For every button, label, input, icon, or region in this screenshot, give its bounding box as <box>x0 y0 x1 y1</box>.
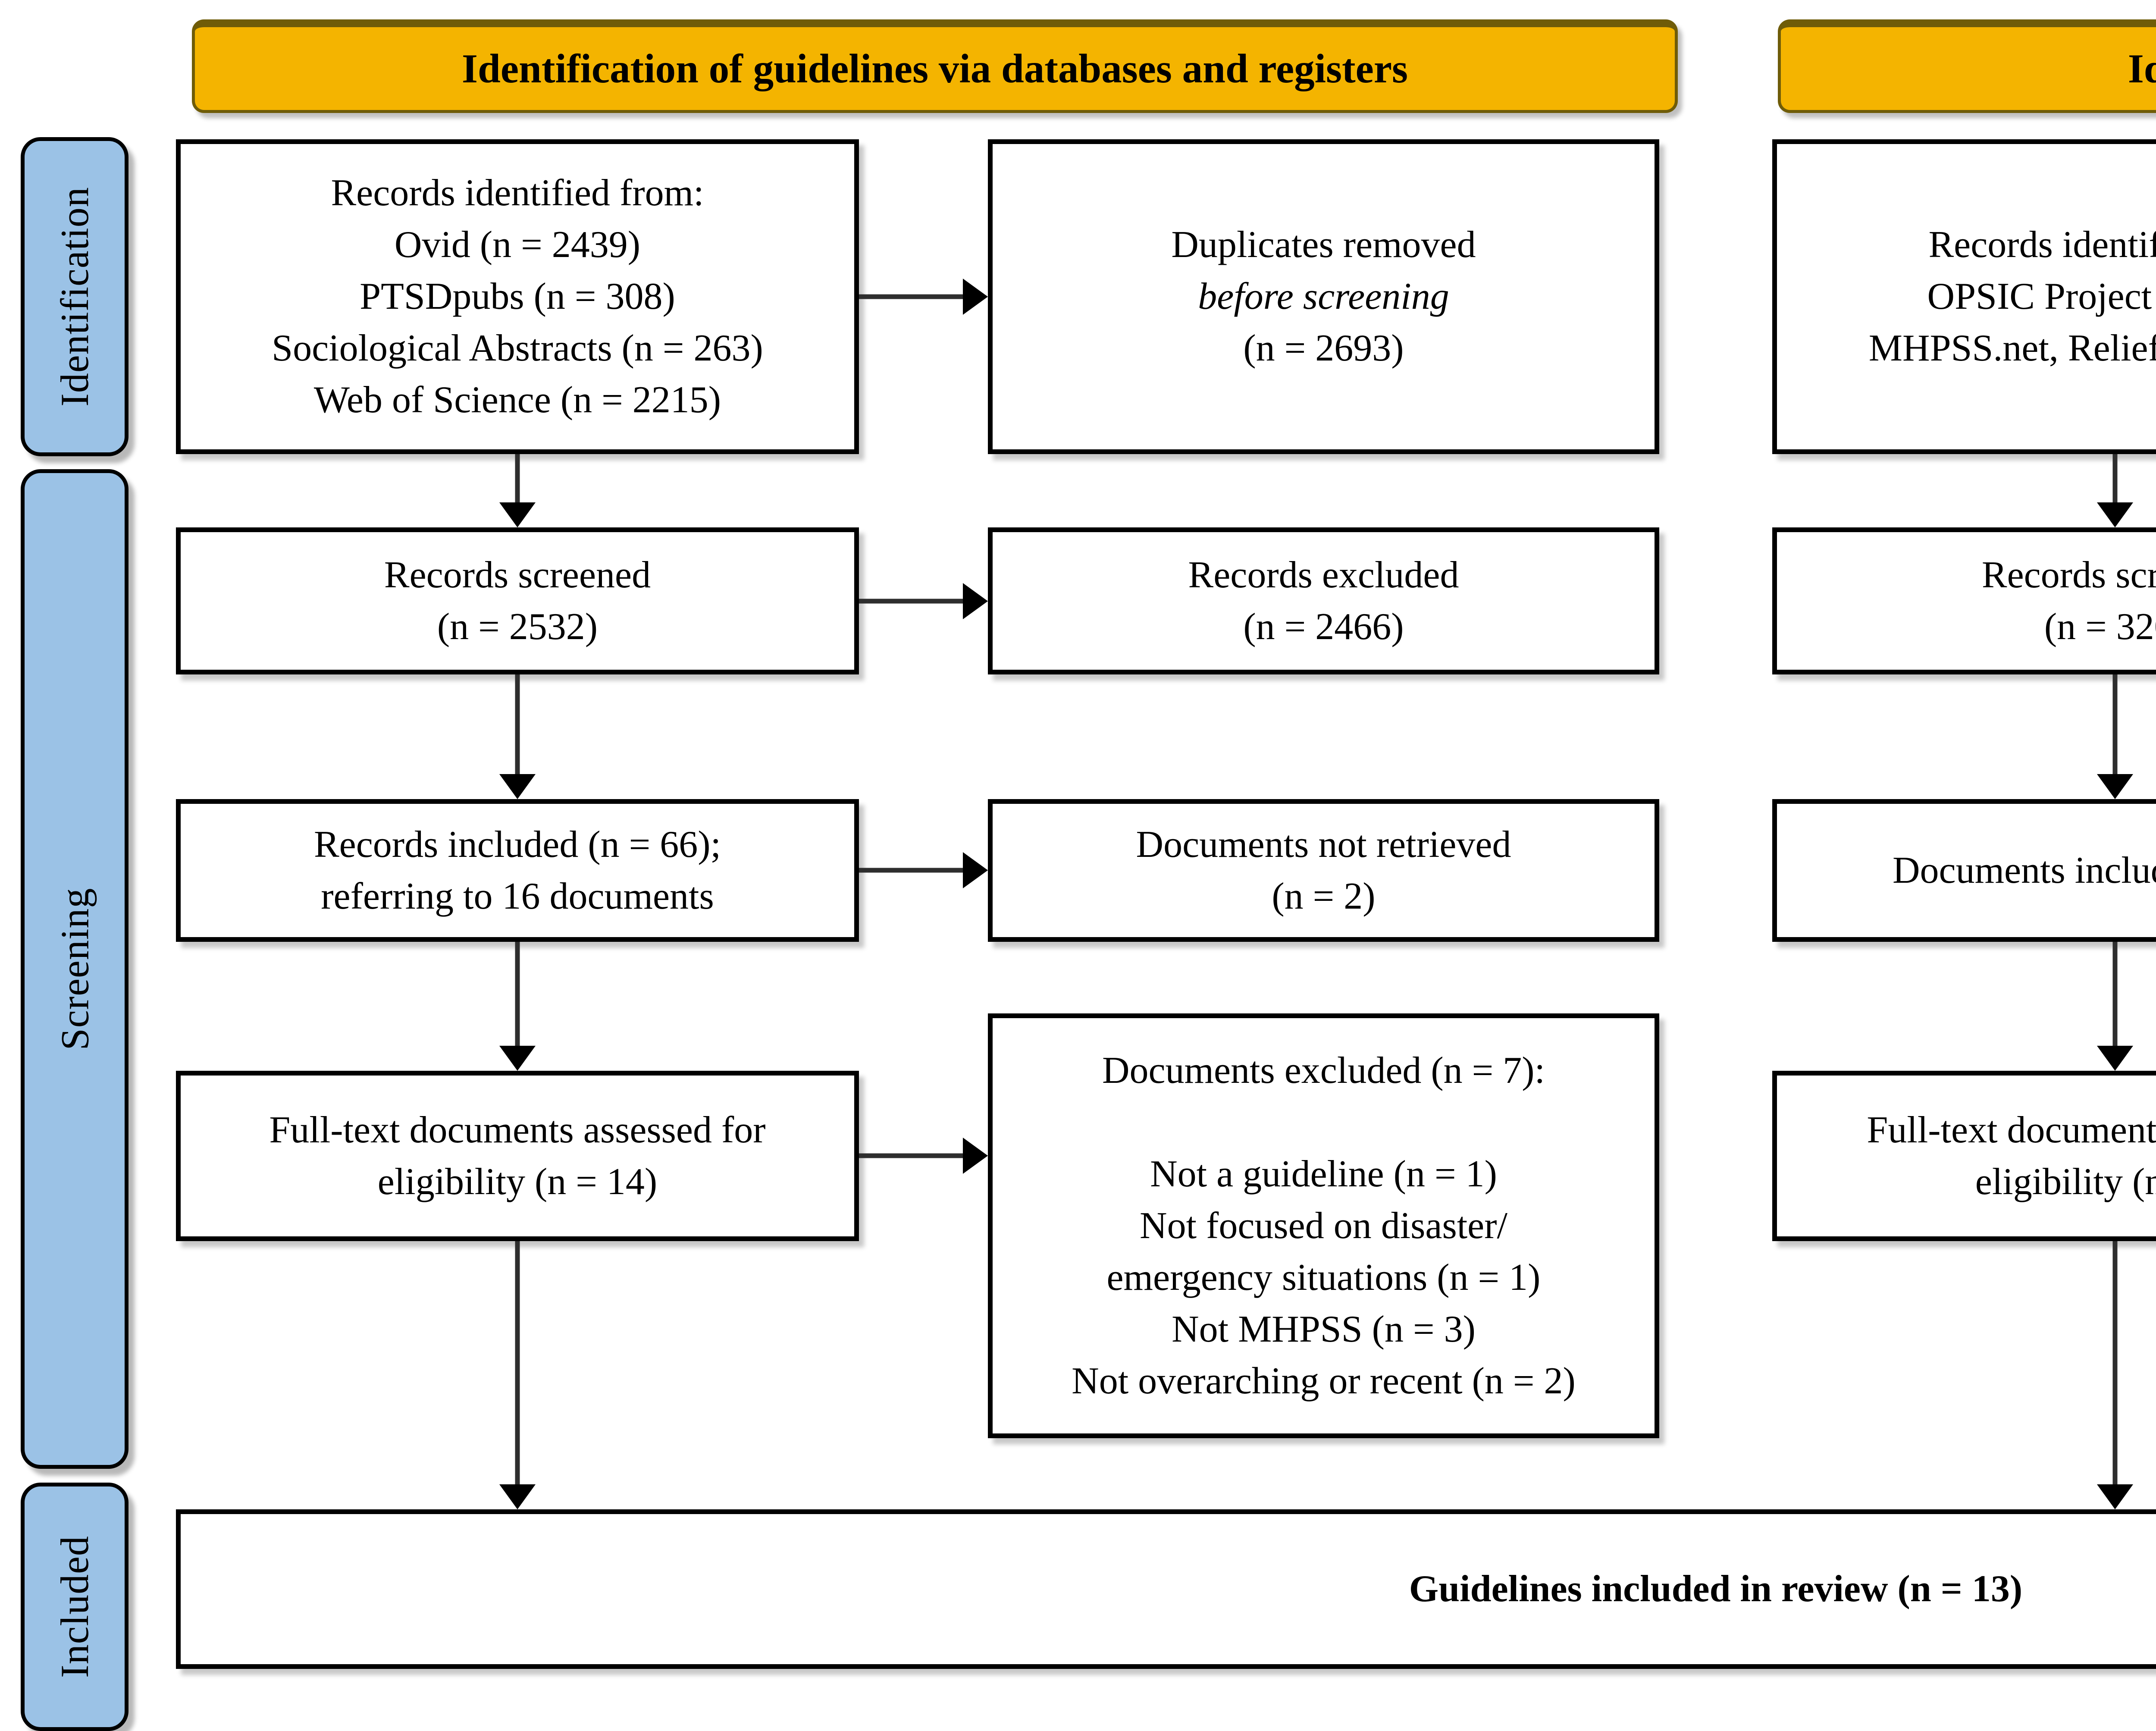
stage-label-included: Included <box>21 1483 128 1731</box>
arrow-down-om-screened-to-included <box>2096 674 2134 799</box>
box-db-documents-excluded-item: emergency situations (n = 1) <box>1106 1256 1541 1298</box>
arrow-down-om-included-to-fulltext <box>2096 942 2134 1071</box>
box-om-records-identified: Records identified from: OPSIC Project (… <box>1772 139 2156 454</box>
stage-label-screening-text: Screening <box>53 887 97 1051</box>
box-db-duplicates-removed: Duplicates removed before screening (n =… <box>988 139 1659 454</box>
box-db-documents-excluded: Documents excluded (n = 7): Not a guidel… <box>988 1013 1659 1438</box>
box-guidelines-included: Guidelines included in review (n = 13) <box>176 1509 2156 1669</box>
arrow-down-om-identified-to-screened <box>2096 454 2134 527</box>
header-databases-registers: Identification of guidelines via databas… <box>192 19 1678 113</box>
arrow-down-db-fulltext-to-review <box>498 1241 537 1509</box>
box-om-records-identified-item: OPSIC Project (n = 282) <box>1927 276 2156 317</box>
box-om-fulltext-assessed: Full-text documents assessed for eligibi… <box>1772 1071 2156 1241</box>
box-db-records-included-line2: referring to 16 documents <box>321 875 714 917</box>
box-db-duplicates-removed-line3: (n = 2693) <box>1243 327 1404 369</box>
box-db-documents-excluded-title: Documents excluded (n = 7): <box>1102 1049 1545 1091</box>
box-om-records-identified-item: MHPSS.net, ReliefWeb (n = 45) <box>1868 327 2156 369</box>
box-db-duplicates-removed-line2: before screening <box>1198 276 1449 317</box>
arrow-down-db-included-to-fulltext <box>498 942 537 1071</box>
box-db-records-excluded: Records excluded (n = 2466) <box>988 527 1659 674</box>
box-db-records-identified-item: Web of Science (n = 2215) <box>313 379 721 421</box>
stage-label-identification-text: Identification <box>53 187 97 407</box>
box-db-records-identified-title: Records identified from: <box>331 172 704 214</box>
box-db-records-identified-item: Sociological Abstracts (n = 263) <box>272 327 763 369</box>
arrow-right-db-screened-to-excluded <box>859 575 988 627</box>
box-db-records-included: Records included (n = 66); referring to … <box>176 799 859 942</box>
box-om-documents-included-line1: Documents included (n = 76) <box>1892 849 2156 891</box>
arrow-right-db-identified-to-duplicates <box>859 271 988 323</box>
arrow-right-db-fulltext-to-excluded <box>859 1130 988 1182</box>
box-db-documents-not-retrieved: Documents not retrieved (n = 2) <box>988 799 1659 942</box>
stage-label-identification: Identification <box>21 137 128 456</box>
box-db-records-excluded-line1: Records excluded <box>1188 554 1459 596</box>
box-db-records-identified-item: Ovid (n = 2439) <box>394 224 641 266</box>
box-db-records-screened: Records screened (n = 2532) <box>176 527 859 674</box>
box-db-documents-excluded-item: Not a guideline (n = 1) <box>1150 1153 1497 1195</box>
arrow-down-om-fulltext-to-review <box>2096 1241 2134 1509</box>
box-db-documents-excluded-item: Not MHPSS (n = 3) <box>1172 1308 1476 1350</box>
box-db-fulltext-assessed-line2: eligibility (n = 14) <box>377 1160 658 1203</box>
box-om-fulltext-assessed-line2: eligibility (n = 63) <box>1975 1160 2156 1203</box>
box-db-documents-not-retrieved-line1: Documents not retrieved <box>1136 823 1511 866</box>
box-om-fulltext-assessed-line1: Full-text documents assessed for <box>1867 1109 2156 1151</box>
box-db-records-screened-line2: (n = 2532) <box>437 605 598 648</box>
box-db-records-screened-line1: Records screened <box>384 554 651 596</box>
header-other-methods-text: Identification of guidelines via other m… <box>2128 46 2156 91</box>
header-other-methods: Identification of guidelines via other m… <box>1778 19 2156 113</box>
box-db-duplicates-removed-line1: Duplicates removed <box>1171 224 1476 266</box>
box-om-records-screened-line2: (n = 320) <box>2044 605 2156 648</box>
stage-label-screening: Screening <box>21 469 128 1469</box>
box-db-documents-excluded-item: Not overarching or recent (n = 2) <box>1072 1360 1576 1402</box>
box-db-documents-not-retrieved-line2: (n = 2) <box>1272 875 1376 917</box>
box-db-records-excluded-line2: (n = 2466) <box>1243 605 1404 648</box>
box-db-documents-excluded-item: Not focused on disaster/ <box>1140 1204 1507 1247</box>
box-db-records-identified: Records identified from: Ovid (n = 2439)… <box>176 139 859 454</box>
box-db-records-included-line1: Records included (n = 66); <box>313 823 721 866</box>
box-db-fulltext-assessed-line1: Full-text documents assessed for <box>269 1109 766 1151</box>
box-guidelines-included-label: Guidelines included in review (n = 13) <box>1409 1568 2023 1610</box>
arrow-down-db-screened-to-included <box>498 674 537 799</box>
arrow-down-db-identified-to-screened <box>498 454 537 527</box>
box-om-documents-included: Documents included (n = 76) <box>1772 799 2156 942</box>
box-db-records-identified-item: PTSDpubs (n = 308) <box>360 276 675 317</box>
arrow-right-db-included-to-not-retrieved <box>859 844 988 896</box>
box-db-fulltext-assessed: Full-text documents assessed for eligibi… <box>176 1071 859 1241</box>
box-om-records-screened-line1: Records screened <box>1981 554 2156 596</box>
box-om-records-identified-title: Records identified from: <box>1928 224 2156 266</box>
stage-label-included-text: Included <box>53 1536 97 1678</box>
box-om-records-screened: Records screened (n = 320) <box>1772 527 2156 674</box>
header-databases-registers-text: Identification of guidelines via databas… <box>462 46 1408 91</box>
